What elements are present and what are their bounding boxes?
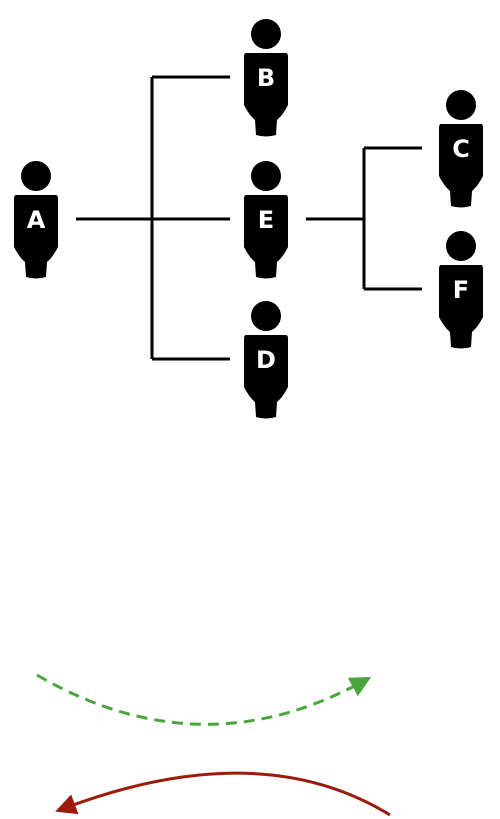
person-label-c: C [452,135,470,163]
dashed-arrow-right [36,673,372,726]
person-label-b: B [257,64,275,92]
person-label-d: D [256,346,276,374]
person-d: D [244,301,288,419]
person-c: C [439,90,483,208]
person-e: E [244,161,288,279]
person-label-a: A [27,206,46,234]
person-label-e: E [258,206,274,234]
solid-arrow-left [55,771,391,817]
person-a: A [14,161,58,279]
person-b: B [244,19,288,137]
person-f: F [439,231,483,349]
connector-lines [76,75,422,361]
person-label-f: F [453,276,469,304]
